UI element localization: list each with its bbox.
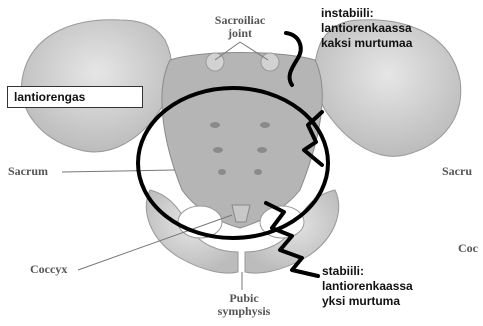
- pelvic-ring-label: lantiorengas: [7, 86, 143, 108]
- unstable-line-3: kaksi murtumaa: [321, 36, 412, 51]
- coccyx-label-right: Coc: [458, 242, 478, 255]
- unstable-line-2: lantiorenkaassa: [321, 21, 412, 36]
- unstable-annotation: instabiili: lantiorenkaassa kaksi murtum…: [321, 6, 412, 51]
- stable-annotation: stabiili: lantiorenkaassa yksi murtuma: [322, 264, 413, 309]
- stable-line-2: lantiorenkaassa: [322, 279, 413, 294]
- unstable-line-1: instabiili:: [321, 6, 412, 21]
- sacrum-label-right: Sacru: [442, 165, 472, 178]
- sacrum-label-left: Sacrum: [8, 165, 48, 178]
- sacroiliac-joint-label: Sacroiliac joint: [205, 14, 275, 40]
- coccyx-label-left: Coccyx: [30, 263, 67, 276]
- stable-line-1: stabiili:: [322, 264, 413, 279]
- stable-line-3: yksi murtuma: [322, 294, 413, 309]
- sacrum-bone: [162, 53, 322, 229]
- pubic-symphysis-label: Pubic symphysis: [212, 292, 276, 318]
